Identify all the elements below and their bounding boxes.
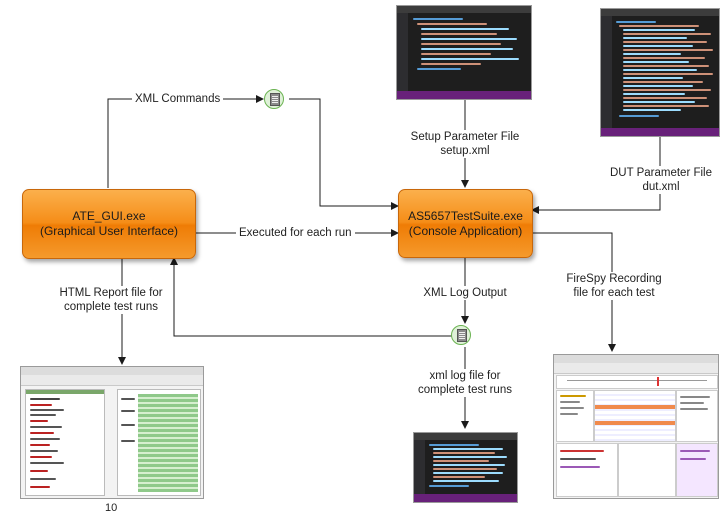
label-logfile-line1: xml log file for (429, 370, 501, 382)
edge-commands-to-suite (289, 98, 399, 210)
edge-dut (531, 136, 661, 214)
dut-xml-editor-thumbnail (600, 8, 720, 137)
label-xml-logfile: xml log file for complete test runs (414, 369, 516, 397)
label-xml-log: XML Log Output (418, 286, 512, 300)
edge-xml-commands (107, 95, 264, 188)
label-firespy: FireSpy Recording file for each test (561, 272, 667, 300)
label-dut-param: DUT Parameter File dut.xml (602, 166, 720, 194)
node-test-suite: AS5657TestSuite.exe (Console Application… (398, 189, 533, 258)
label-executed: Executed for each run (236, 226, 355, 240)
edge-report-return (170, 257, 452, 337)
label-html-line1: HTML Report file for (59, 287, 163, 299)
node-ate-gui-name: ATE_GUI.exe (72, 209, 146, 223)
xml-log-file-thumbnail (413, 432, 518, 503)
label-dut-line2: dut.xml (642, 181, 680, 193)
page-number: 10 (105, 502, 118, 514)
label-dut-line1: DUT Parameter File (609, 167, 713, 179)
label-html-report: HTML Report file for complete test runs (50, 286, 172, 314)
label-xml-commands: XML Commands (132, 92, 224, 106)
document-icon (451, 325, 471, 345)
label-logfile-line2: complete test runs (418, 384, 512, 396)
label-html-line2: complete test runs (64, 301, 158, 313)
label-firespy-line1: FireSpy Recording (566, 273, 662, 285)
label-firespy-line2: file for each test (573, 287, 655, 299)
node-ate-gui: ATE_GUI.exe (Graphical User Interface) (22, 189, 196, 259)
label-setup-line2: setup.xml (440, 145, 490, 157)
node-suite-subtitle: (Console Application) (408, 223, 523, 238)
label-setup-line1: Setup Parameter File (410, 131, 520, 143)
setup-xml-editor-thumbnail (396, 5, 532, 100)
document-icon (264, 89, 284, 109)
firespy-recording-thumbnail (553, 354, 719, 499)
html-report-thumbnail (20, 366, 204, 499)
edge-firespy (532, 232, 616, 352)
node-suite-name: AS5657TestSuite.exe (408, 208, 523, 223)
label-setup-param: Setup Parameter File setup.xml (402, 130, 528, 158)
node-ate-gui-subtitle: (Graphical User Interface) (39, 224, 179, 238)
